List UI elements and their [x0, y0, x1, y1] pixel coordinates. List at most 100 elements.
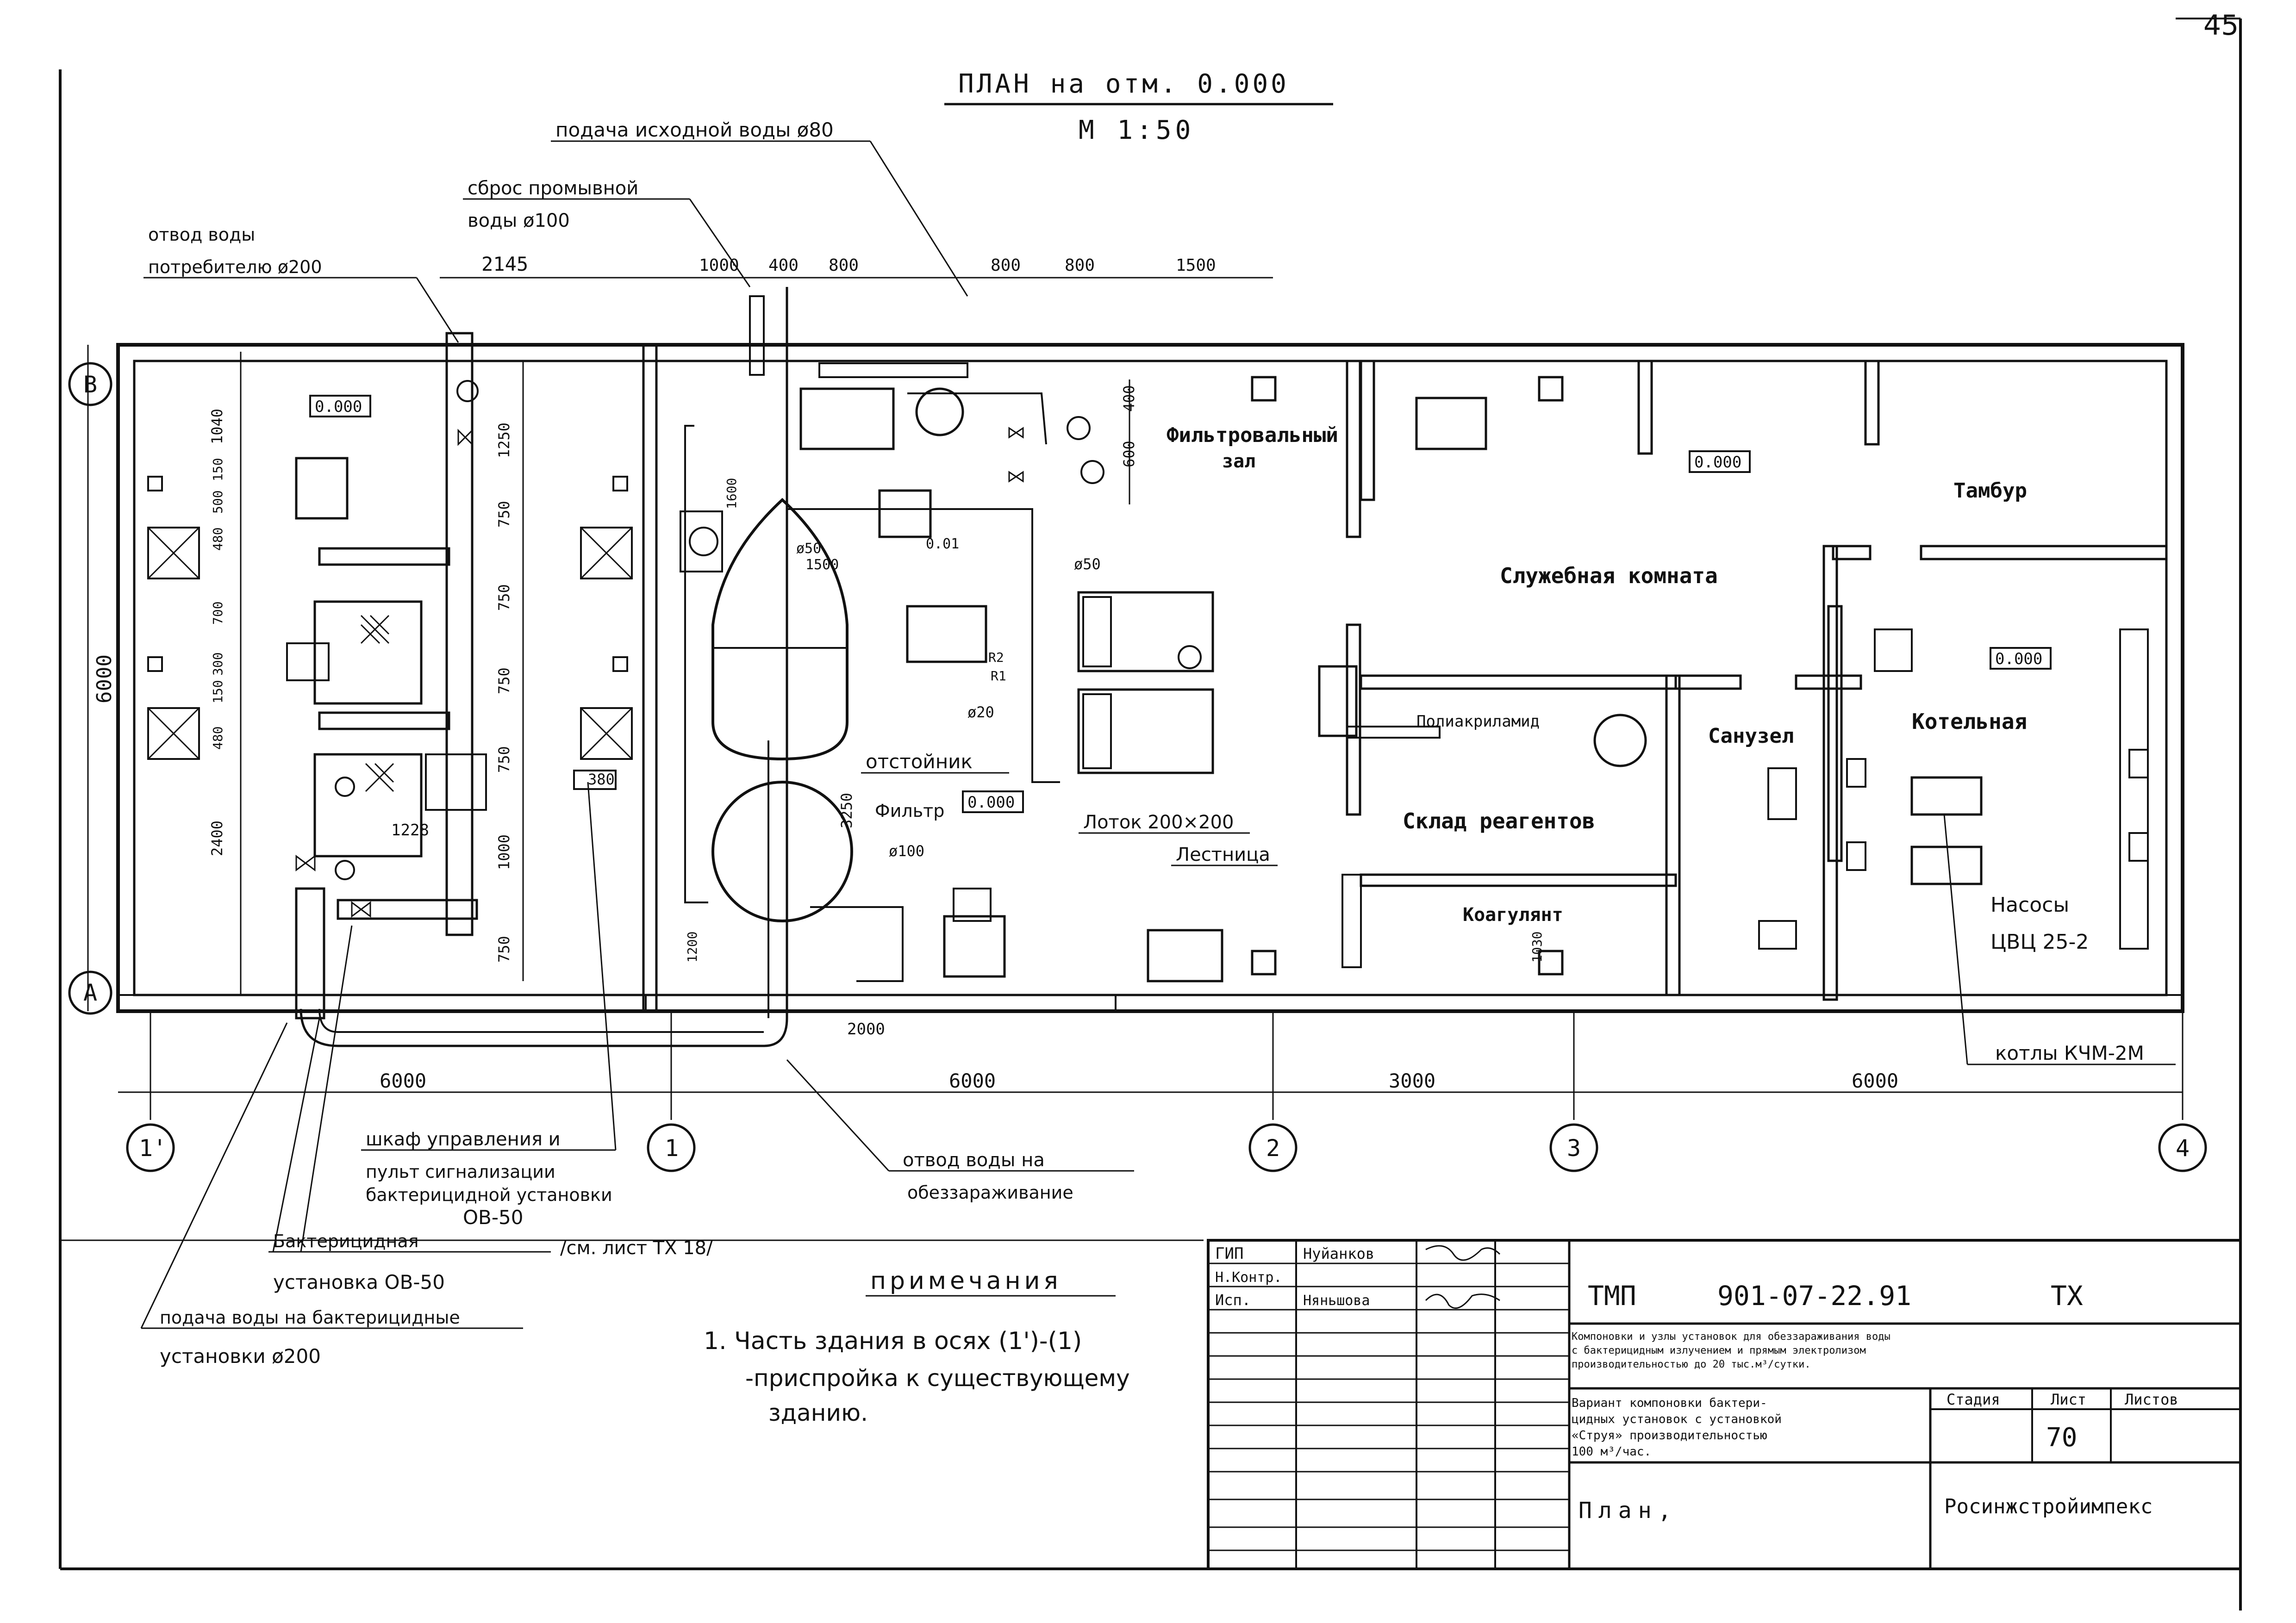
dim-inner: 750 — [495, 667, 513, 694]
tb-org: Росинжстройимпекс — [1944, 1495, 2152, 1518]
tb-sheet-title: Вариант компоновки бактери- — [1572, 1396, 1767, 1410]
dim-misc: ø50 — [1074, 555, 1101, 573]
room-reagent-store: Склад реагентов — [1403, 808, 1595, 833]
plan-scale: М 1:50 — [1079, 115, 1194, 145]
tb-sheet-value: 70 — [2046, 1423, 2077, 1453]
room-labels: Фильтровальный зал Тамбур Служебная комн… — [1167, 423, 2027, 833]
notes-item-1c: зданию. — [768, 1399, 868, 1426]
dim-misc: ø100 — [889, 842, 924, 860]
room-toilet: Санузел — [1708, 724, 1794, 748]
dim-inner: 1000 — [495, 834, 513, 870]
dim-misc: 0.01 — [926, 536, 959, 552]
level-mark: 0.000 — [1694, 453, 1741, 472]
label-tray: Лоток 200×200 — [1083, 812, 1234, 833]
dim-misc: 1228 — [391, 821, 429, 839]
dim-misc: R2 — [988, 650, 1004, 665]
dim-top: 600 — [1120, 441, 1138, 467]
callout-drain-consumer-1: отвод воды — [148, 224, 255, 245]
dim-misc: 380 — [588, 771, 615, 788]
callout-flush-2: воды ø100 — [468, 210, 570, 231]
dim-left: 700 — [210, 601, 225, 625]
axis-label-B: В — [83, 371, 97, 398]
tb-name: Нуйанков — [1303, 1245, 1374, 1262]
dim-inner: 750 — [495, 746, 513, 773]
dim-inner: 750 — [495, 501, 513, 528]
axis-label-A: А — [83, 979, 97, 1006]
tb-code-suffix: ТХ — [2051, 1280, 2083, 1312]
signature — [1425, 1245, 1501, 1261]
tb-project: производительностью до 20 тыс.м³/сутки. — [1572, 1359, 1811, 1370]
sheet-corner-number: 45 — [2203, 9, 2239, 42]
dim-misc: 1030 — [1529, 932, 1545, 963]
callout-drain-disinfect-1: отвод воды на — [903, 1150, 1045, 1171]
tb-sheet-label: Лист — [2051, 1391, 2086, 1408]
dim-top: 1500 — [1176, 256, 1216, 275]
dimension-texts: 2145 1000 400 800 800 800 1500 400 600 6… — [93, 253, 1898, 1092]
room-boiler: Котельная — [1912, 709, 2027, 734]
label-stair: Лестница — [1176, 844, 1270, 865]
dim-top: 800 — [829, 256, 859, 275]
dim-top: 800 — [1065, 256, 1095, 275]
tb-role: ГИП — [1215, 1244, 1243, 1263]
callout-flush-1: сброс промывной — [468, 178, 638, 199]
notes: примечания 1. Часть здания в осях (1')-(… — [704, 1267, 1130, 1426]
dim-misc: 1500 — [805, 557, 839, 573]
tb-sheets-label: Листов — [2125, 1391, 2178, 1408]
label-pumps-model: ЦВЦ 25-2 — [1990, 930, 2089, 954]
tb-role: Н.Контр. — [1215, 1269, 1282, 1286]
callout-supply-source: подача исходной воды ø80 — [555, 118, 834, 141]
tb-role: Исп. — [1215, 1291, 1251, 1309]
axis-label-1: 1 — [665, 1135, 679, 1162]
tb-sheet-title: 100 м³/час. — [1572, 1445, 1651, 1459]
level-mark: 0.000 — [967, 793, 1015, 812]
callout-cabinet-3: бактерицидной установки — [366, 1185, 612, 1205]
level-mark: 0.000 — [315, 398, 362, 416]
tb-sheet-title: «Струя» производительностью — [1572, 1429, 1767, 1443]
tb-code-prefix: ТМП — [1588, 1280, 1636, 1312]
dim-left: 480 — [210, 527, 225, 551]
axis-bubbles — [68, 362, 2207, 1172]
callouts-top: подача исходной воды ø80 сброс промывной… — [144, 118, 968, 343]
dim-inner: 750 — [495, 584, 513, 611]
tb-stage-label: Стадия — [1947, 1391, 2000, 1408]
callout-drain-disinfect-2: обеззараживание — [907, 1182, 1073, 1203]
dim-top: 1000 — [699, 256, 739, 275]
dim-misc: 1600 — [724, 478, 739, 509]
callouts-bottom: шкаф управления и пульт сигнализации бак… — [140, 782, 1134, 1368]
tb-code: 901-07-22.91 — [1717, 1280, 1911, 1312]
label-pumps: Насосы — [1990, 893, 2069, 917]
filter-hall-equipment — [680, 295, 1214, 1018]
tb-project: с бактерицидным излучением и прямым элек… — [1572, 1345, 1866, 1356]
tb-project: Компоновки и узлы установок для обеззара… — [1572, 1331, 1890, 1343]
dim-top: 800 — [991, 256, 1021, 275]
dim-bottom: 6000 — [380, 1070, 426, 1092]
dim-left-total: 6000 — [93, 654, 116, 703]
equipment-labels: отстойник Фильтр Лоток 200×200 Лестница … — [861, 712, 2176, 1065]
dimension-lines — [87, 277, 2184, 1120]
dim-misc: 1200 — [685, 932, 700, 963]
callout-supply-bact-1: подача воды на бактерицидные — [160, 1307, 460, 1328]
callout-cabinet-4: ОВ-50 — [463, 1206, 523, 1229]
dim-left: 150 — [210, 680, 225, 703]
signature — [1425, 1293, 1500, 1309]
callout-cabinet-1: шкаф управления и — [366, 1129, 561, 1150]
room-filter-hall: Фильтровальный — [1167, 423, 1338, 447]
room-vestibule: Тамбур — [1953, 479, 2027, 503]
plan-title: ПЛАН на отм. 0.000 — [958, 69, 1289, 99]
label-boilers: котлы КЧМ-2М — [1995, 1042, 2144, 1064]
dim-left: 1040 — [208, 409, 226, 444]
room-office: Служебная комната — [1500, 563, 1718, 588]
notes-heading: примечания — [870, 1267, 1062, 1295]
label-filter: Фильтр — [875, 801, 944, 821]
callout-sheet-ref: /см. лист ТХ 18/ — [560, 1237, 713, 1259]
axis-label-3: 3 — [1567, 1135, 1581, 1162]
tb-name: Няньшова — [1303, 1293, 1370, 1309]
level-marks — [309, 395, 2052, 813]
dim-top: 400 — [1120, 385, 1138, 412]
dim-top: 2145 — [481, 253, 528, 275]
axis-label-1prime: 1' — [139, 1135, 167, 1162]
dim-inner: 1250 — [495, 423, 513, 458]
callout-bactericidal-1: Бактерицидная — [273, 1231, 418, 1251]
dim-misc: 3250 — [838, 793, 855, 828]
